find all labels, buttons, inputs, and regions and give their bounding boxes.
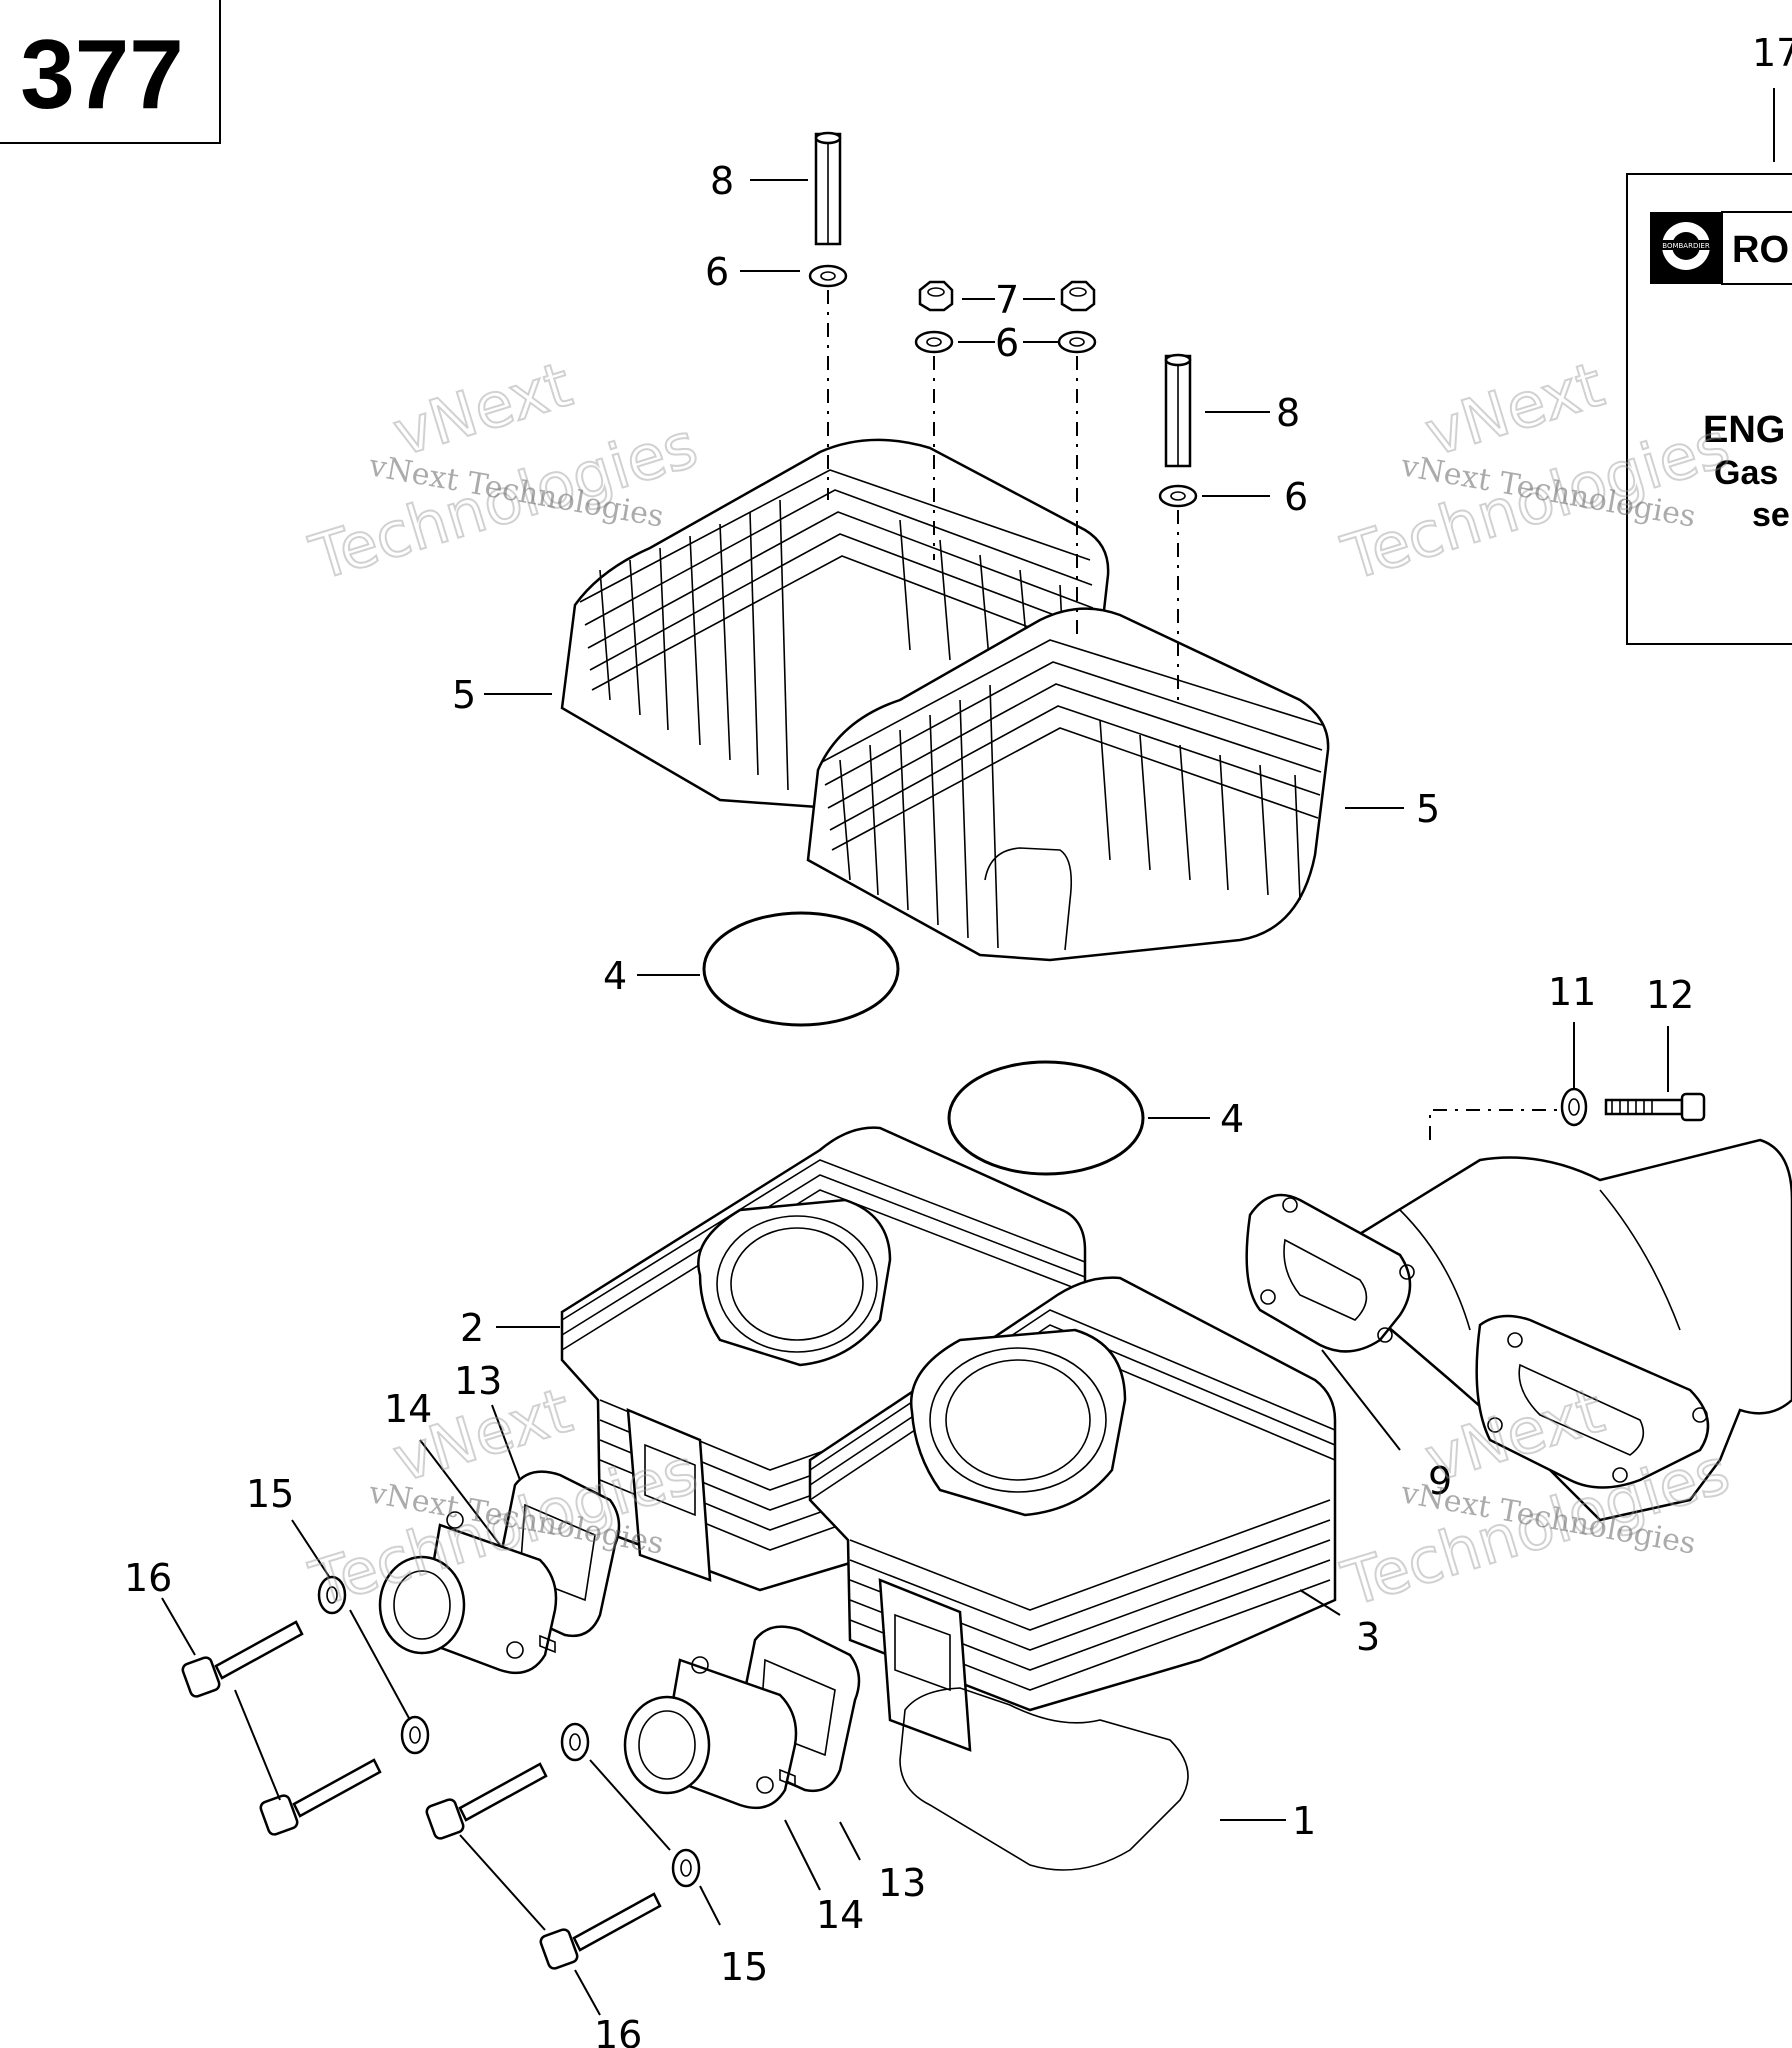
- callout-17: 17: [1752, 31, 1792, 75]
- callout-5: 5: [1416, 787, 1440, 831]
- leader-lines: [161, 179, 1669, 2016]
- callout-14: 14: [816, 1893, 864, 1937]
- cylinder-head-right: [806, 607, 1330, 962]
- callout-11: 11: [1548, 970, 1596, 1014]
- callout-4: 4: [603, 954, 627, 998]
- callout-15: 15: [720, 1945, 768, 1989]
- callout-12: 12: [1646, 973, 1694, 1017]
- o-ring-4-lower: [947, 1060, 1145, 1176]
- callout-8: 8: [1276, 391, 1300, 435]
- bombardier-logo: BOMBARDIER RO: [1650, 211, 1792, 285]
- lock-washer-15-d: [671, 1848, 701, 1888]
- bolt-16-b: [259, 1758, 382, 1836]
- callouts: 8 6 7 6 8 6 5 5 4 4 11 12 2 13 14 15 16 …: [124, 159, 1694, 2048]
- bolt-16-c: [425, 1762, 548, 1840]
- washer-11: [1560, 1087, 1588, 1127]
- washer-6-b: [914, 330, 954, 354]
- callout-16: 16: [124, 1556, 172, 1600]
- nut-7-a: [918, 280, 954, 312]
- callout-15: 15: [246, 1472, 294, 1516]
- callout-8: 8: [710, 159, 734, 203]
- intake-flange-14-lower: [623, 1656, 798, 1810]
- callout-6: 6: [705, 250, 729, 294]
- callout-1: 1: [1292, 1799, 1316, 1843]
- cylinder-3: [808, 1276, 1337, 1752]
- callout-2: 2: [460, 1306, 484, 1350]
- callout-13: 13: [454, 1359, 502, 1403]
- exhaust-gasket-9-a: [1245, 1193, 1415, 1353]
- callout-3: 3: [1356, 1615, 1380, 1659]
- callout-5: 5: [452, 673, 476, 717]
- bolt-12: [1604, 1092, 1706, 1122]
- callout-7: 7: [995, 278, 1019, 322]
- lock-washer-15-b: [400, 1715, 430, 1755]
- washer-6-c: [1057, 330, 1097, 354]
- lock-washer-15-a: [317, 1575, 347, 1615]
- bolt-16-d: [539, 1892, 662, 1970]
- o-ring-4-upper: [702, 911, 900, 1027]
- washer-6-d: [1158, 484, 1198, 508]
- callout-9: 9: [1428, 1459, 1452, 1503]
- hex-spacer-8-right: [1164, 353, 1192, 468]
- exhaust-gasket-9-b: [1475, 1314, 1710, 1489]
- base-gasket-1: [899, 1687, 1189, 1871]
- callout-6: 6: [995, 321, 1019, 365]
- page-number: 377: [20, 19, 184, 129]
- logo-label: BOMBARDIER: [1662, 242, 1710, 250]
- card-line-2: Gas: [1714, 454, 1778, 492]
- callout-6: 6: [1284, 475, 1308, 519]
- callout-14: 14: [384, 1387, 432, 1431]
- intake-flange-14-upper: [378, 1511, 558, 1675]
- lock-washer-15-c: [560, 1722, 590, 1762]
- nut-7-b: [1060, 280, 1096, 312]
- engine-info-card: 17 BOMBARDIER RO ENG Gas se: [1626, 31, 1792, 645]
- washer-6-a: [808, 264, 848, 288]
- callout-16: 16: [594, 2013, 642, 2048]
- page-number-box: 377: [0, 0, 221, 144]
- card-line-3: se: [1752, 496, 1790, 534]
- callout-4: 4: [1220, 1097, 1244, 1141]
- brand-text: RO: [1732, 229, 1789, 271]
- bolt-16-a: [181, 1620, 304, 1698]
- callout-13: 13: [878, 1861, 926, 1905]
- hex-spacer-8-left: [814, 131, 842, 246]
- card-line-1: ENG: [1703, 409, 1785, 451]
